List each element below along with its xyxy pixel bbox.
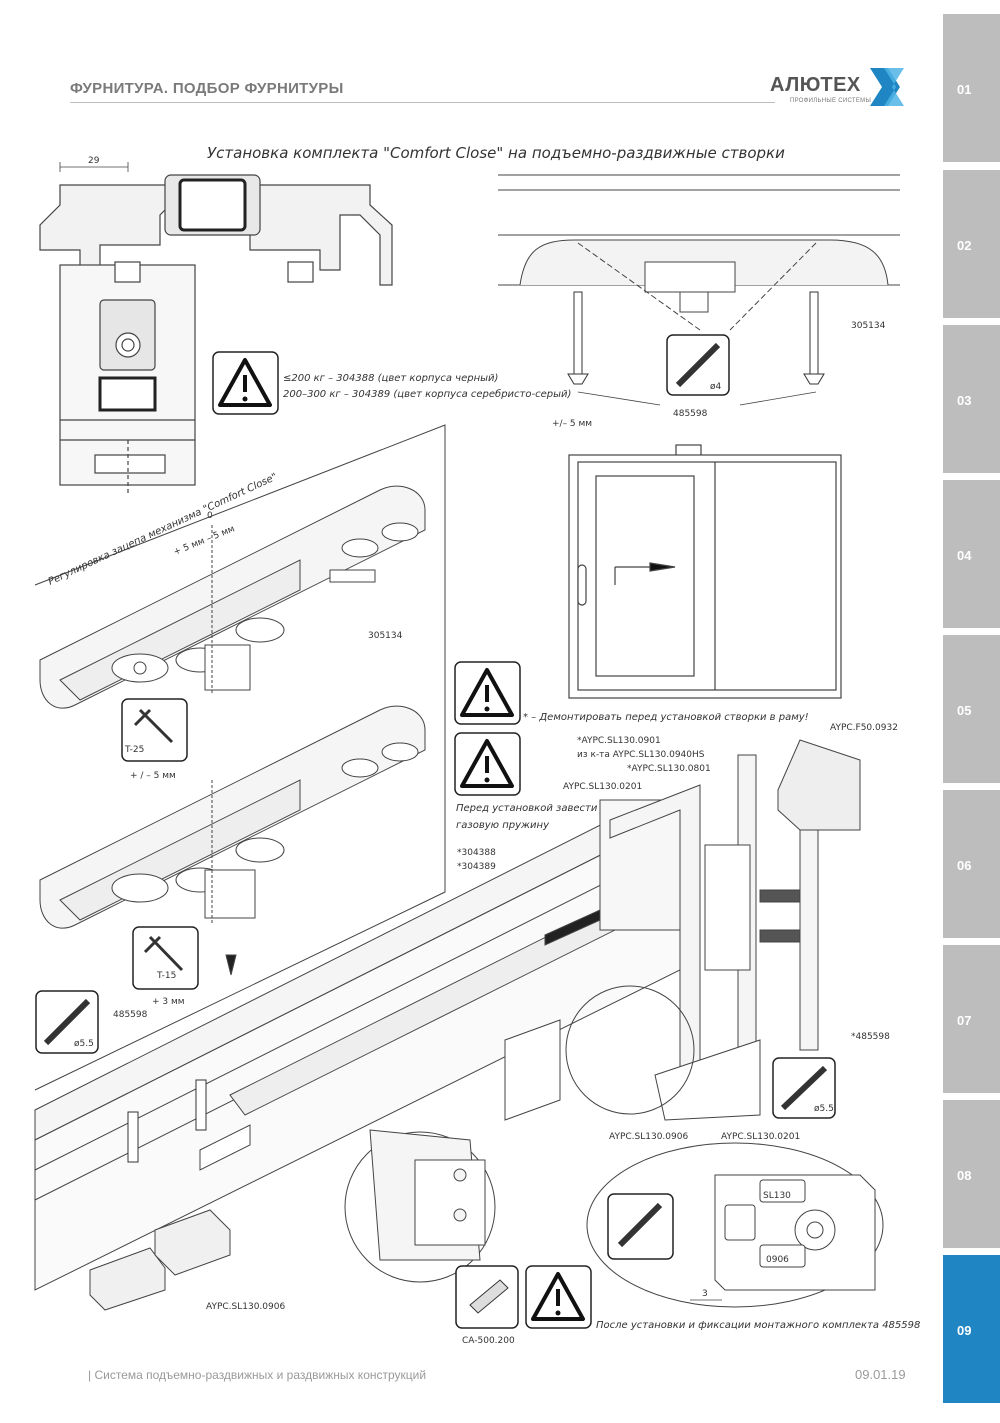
page-header-title: ФУРНИТУРА. ПОДБОР ФУРНИТУРЫ <box>70 80 344 97</box>
logo-mark-icon <box>870 68 904 106</box>
plate-label-0906: 0906 <box>766 1255 789 1265</box>
profile-cross-section <box>39 162 393 495</box>
section-tab-05[interactable]: 05 <box>943 635 1000 783</box>
drill-55-left-icon <box>35 990 99 1054</box>
part-485598-left: 485598 <box>113 1010 148 1020</box>
section-tab-01[interactable]: 01 <box>943 14 1000 162</box>
footer-date: 09.01.19 <box>855 1367 906 1382</box>
installation-diagram: Установка комплекта "Comfort Close" на п… <box>34 144 920 1346</box>
remove-before-install-note: * – Демонтировать перед установкой створ… <box>523 712 809 723</box>
header-divider <box>70 102 775 103</box>
logo-tagline: ПРОФИЛЬНЫЕ СИСТЕМЫ <box>790 98 872 104</box>
kit-sl130-0940hs: из к-та AYPC.SL130.0940HS <box>577 750 705 760</box>
drill-4-icon <box>666 334 730 396</box>
tolerance-5mm-b: + / – 5 мм <box>130 771 176 781</box>
part-304388: *304388 <box>457 848 496 858</box>
section-tab-06[interactable]: 06 <box>943 790 1000 938</box>
screw-rail-1 <box>195 1079 207 1131</box>
section-tab-09[interactable]: 09 <box>943 1255 1000 1403</box>
section-tab-03[interactable]: 03 <box>943 325 1000 473</box>
drill-diameter-4: ø4 <box>710 382 722 392</box>
part-sl130-0906-mid: AYPC.SL130.0906 <box>609 1132 688 1142</box>
diagram-title: Установка комплекта "Comfort Close" на п… <box>207 144 785 162</box>
part-sl130-0201-bottom: AYPC.SL130.0201 <box>721 1132 800 1142</box>
part-sl130-0901: *AYPC.SL130.0901 <box>577 736 661 746</box>
torx-t25-icon <box>121 698 188 762</box>
part-485598-top: 485598 <box>673 409 708 419</box>
drill-diameter-55-right: ø5.5 <box>814 1104 834 1114</box>
detail-left-content <box>369 1129 486 1261</box>
part-sl130-0906-left: AYPC.SL130.0906 <box>206 1302 285 1312</box>
dimension-29: 29 <box>88 156 100 166</box>
adjustment-callout <box>34 424 446 1091</box>
torx-t25-label: T-25 <box>124 745 144 755</box>
rail-assembly <box>34 799 701 1291</box>
screw-left <box>567 291 589 385</box>
gas-spring-note-line2: газовую пружину <box>456 820 550 831</box>
comfort-close-mechanism-lower <box>39 705 426 976</box>
warning-icon-remove <box>454 661 521 725</box>
frame-elevation <box>498 174 900 331</box>
part-304389: *304389 <box>457 862 496 872</box>
warning-icon <box>212 351 279 415</box>
adjustment-range: + 5 мм – 5 мм <box>172 524 236 558</box>
part-ca-500-200: CA-500.200 <box>462 1336 515 1346</box>
part-305134-mid: 305134 <box>368 631 403 641</box>
section-tab-07[interactable]: 07 <box>943 945 1000 1093</box>
plate-0906-detail <box>714 1174 876 1291</box>
screw-rail-2 <box>127 1111 139 1163</box>
plate-label-sl130: SL130 <box>763 1191 791 1201</box>
warning-icon-final <box>525 1265 592 1329</box>
drill-diameter-55-left: ø5.5 <box>74 1039 94 1049</box>
part-sl130-0801: *AYPC.SL130.0801 <box>627 764 711 774</box>
drill-55-right-icon <box>772 1057 836 1119</box>
tolerance-5mm: +/– 5 мм <box>552 419 592 429</box>
section-tab-08[interactable]: 08 <box>943 1100 1000 1248</box>
logo-wordmark: АЛЮТЕХ <box>770 74 861 96</box>
part-305134-top: 305134 <box>851 321 886 331</box>
part-485598-right: *485598 <box>851 1032 890 1042</box>
screw-right <box>803 291 825 385</box>
bracket-0906-left <box>89 1209 231 1311</box>
final-install-note: После установки и фиксации монтажного ко… <box>596 1320 920 1331</box>
weight-note-304389: 200–300 кг – 304389 (цвет корпуса серебр… <box>283 388 571 400</box>
part-sl130-0201-top: AYPC.SL130.0201 <box>563 782 642 792</box>
glue-tube-icon <box>455 1265 519 1329</box>
torx-t15-icon <box>132 926 199 990</box>
gas-spring-note-line1: Перед установкой завести <box>456 803 598 814</box>
comfort-close-mechanism-upper <box>39 485 426 709</box>
brand-logo: АЛЮТЕХ ПРОФИЛЬНЫЕ СИСТЕМЫ <box>770 66 910 110</box>
weight-note-304388: ≤200 кг – 304388 (цвет корпуса черный) <box>283 373 498 384</box>
part-f50-0932: AYPC.F50.0932 <box>830 723 898 733</box>
section-tab-02[interactable]: 02 <box>943 170 1000 318</box>
sash-elevation <box>568 444 842 699</box>
warning-icon-gas-spring <box>454 732 521 796</box>
footer-system-name: | Система подъемно-раздвижных и раздвижн… <box>88 1368 427 1382</box>
torx-t15-label: T-15 <box>156 971 176 981</box>
knife-icon <box>607 1193 674 1260</box>
plus-3mm: + 3 мм <box>152 997 185 1007</box>
section-tabs: 01 02 03 04 05 06 07 08 09 <box>943 14 1000 1414</box>
dimension-3: 3 <box>702 1289 708 1299</box>
zero-mark: 0 <box>207 511 213 521</box>
corner-frame <box>504 739 861 1121</box>
section-tab-04[interactable]: 04 <box>943 480 1000 628</box>
